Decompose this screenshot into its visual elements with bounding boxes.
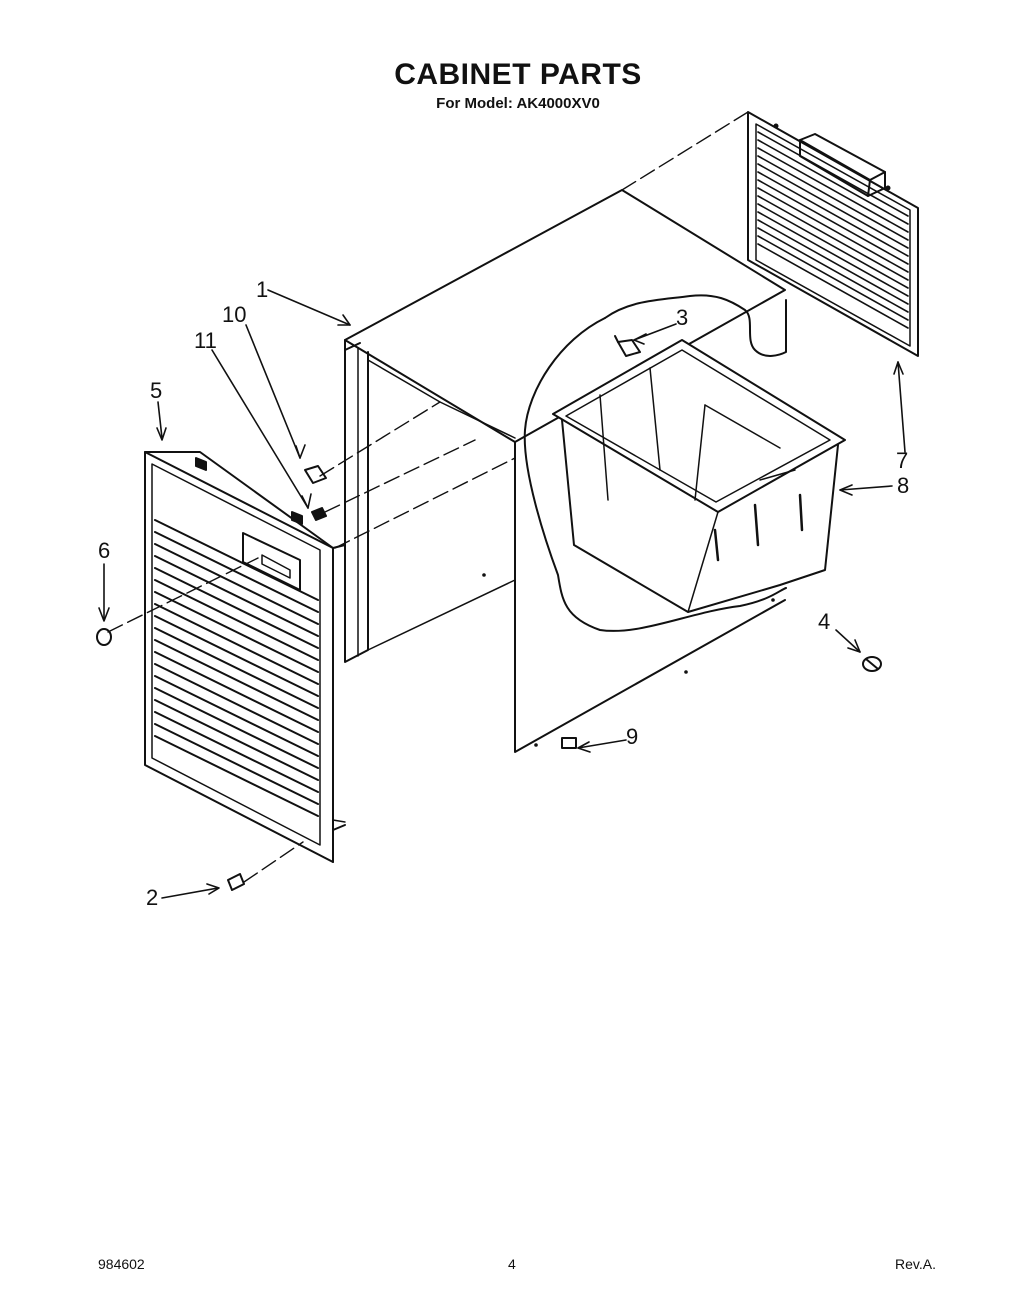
callout-7: 7 — [896, 448, 908, 473]
page-number: 4 — [508, 1256, 516, 1272]
callout-4: 4 — [818, 609, 830, 634]
model-subtitle: For Model: AK4000XV0 — [436, 95, 600, 112]
callout-5: 5 — [150, 378, 162, 403]
revision-label: Rev.A. — [895, 1256, 936, 1272]
callout-1: 1 — [256, 277, 268, 302]
leader-lines — [98, 289, 906, 899]
screw-part-2 — [227, 873, 245, 891]
callout-11: 11 — [194, 328, 217, 353]
back-grille — [747, 111, 919, 357]
front-grille — [144, 451, 346, 863]
callout-3: 3 — [676, 305, 688, 330]
callout-10: 10 — [222, 302, 246, 327]
water-bucket — [552, 339, 846, 613]
screw-part-11 — [311, 507, 327, 521]
callout-6: 6 — [98, 538, 110, 563]
assembly-lines — [107, 111, 749, 883]
knob-part-6 — [96, 628, 112, 646]
callout-9: 9 — [626, 724, 638, 749]
doc-number: 984602 — [98, 1256, 145, 1272]
page-title: CABINET PARTS — [394, 58, 642, 91]
callout-2: 2 — [146, 885, 158, 910]
screw-part-9 — [561, 737, 577, 749]
cabinet-shell — [344, 189, 787, 753]
drain-fitting-part-3 — [614, 335, 641, 357]
plug-part-4 — [862, 656, 882, 672]
clip-part-10 — [304, 465, 327, 484]
callout-8: 8 — [897, 473, 909, 498]
